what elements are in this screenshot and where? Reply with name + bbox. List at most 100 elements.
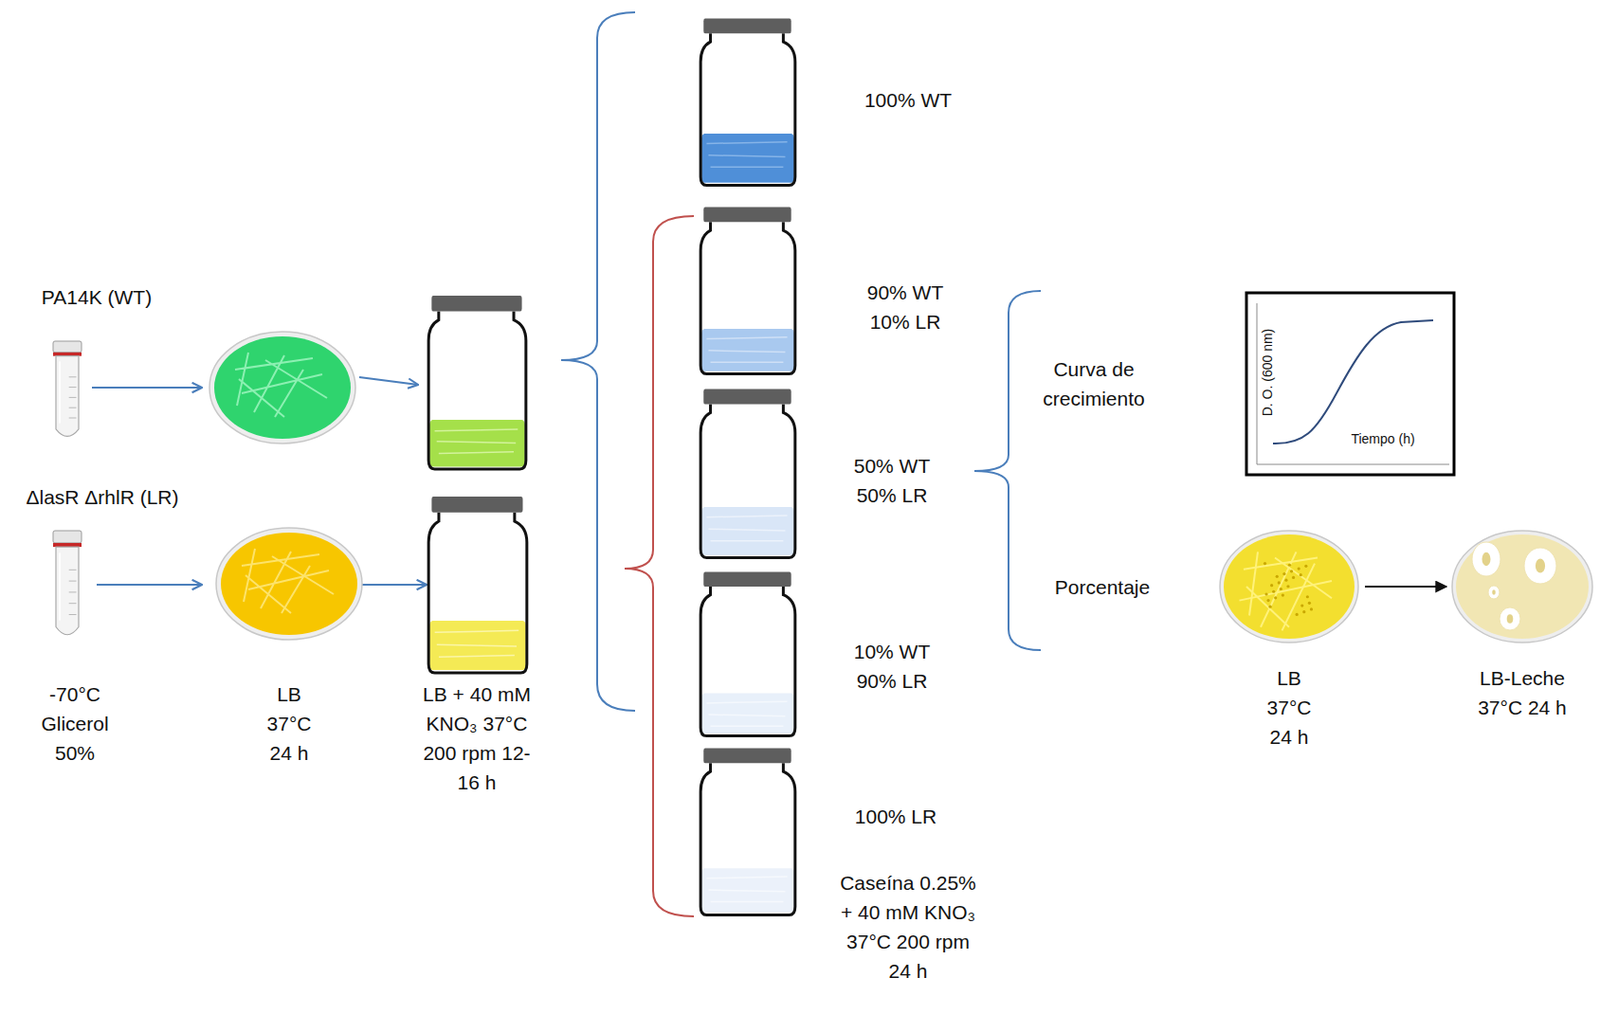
cryovial-node: PA14K (WT) bbox=[18, 279, 181, 460]
colony-dot bbox=[1291, 576, 1295, 580]
node-label: 90% WT 10% LR bbox=[853, 277, 958, 337]
node-label: PA14K (WT) bbox=[41, 282, 152, 312]
annotation-text: -70°C Glicerol 50% bbox=[30, 679, 121, 768]
bacterial-streak bbox=[235, 352, 328, 418]
bacterial-streak bbox=[1239, 581, 1333, 601]
annotation-text: LB 37°C 24 h bbox=[260, 679, 318, 768]
cryovial-body bbox=[55, 356, 79, 437]
flask-outline bbox=[700, 404, 796, 559]
node-label: 100% WT bbox=[855, 85, 961, 115]
liquid-texture bbox=[706, 701, 787, 727]
node-label: ΔlasR ΔrhlR (LR) bbox=[25, 482, 179, 512]
graduation-mark bbox=[69, 614, 77, 616]
colony-dot bbox=[1277, 581, 1281, 584]
flask-outline bbox=[428, 310, 527, 470]
culture-liquid bbox=[701, 868, 795, 913]
liquid-texture bbox=[435, 429, 519, 455]
flask-body bbox=[700, 221, 796, 374]
axis-label: D. O. (600 nm) bbox=[1258, 328, 1276, 418]
flask-outline bbox=[428, 512, 528, 673]
liquid-texture bbox=[435, 630, 520, 657]
flask-cap bbox=[431, 496, 523, 513]
petri-dish-agar bbox=[1455, 534, 1589, 639]
bacterial-streak bbox=[241, 548, 334, 614]
flask-outline bbox=[700, 33, 796, 185]
colony-dot bbox=[1308, 601, 1311, 605]
annotation-text: LB + 40 mM KNO₃ 37°C 200 rpm 12-16 h bbox=[414, 679, 540, 798]
petri-dish-node: LB 37°C 24 h bbox=[1213, 523, 1365, 763]
flow-arrow bbox=[359, 583, 427, 586]
cryovial-body bbox=[55, 546, 79, 636]
flask-illustration bbox=[696, 385, 800, 562]
flask-outline bbox=[700, 221, 796, 374]
colony-dot bbox=[1281, 593, 1285, 597]
flask-cap bbox=[431, 295, 522, 311]
curly-bracket bbox=[561, 12, 636, 711]
growth-curve bbox=[1272, 320, 1434, 444]
culture-liquid bbox=[701, 133, 795, 183]
petri-dish-rim bbox=[216, 527, 363, 640]
graduation-mark bbox=[69, 602, 77, 604]
node-label: 10% WT 90% LR bbox=[839, 636, 945, 696]
flow-arrow bbox=[359, 377, 419, 385]
liquid-texture bbox=[706, 515, 787, 542]
tube-band bbox=[53, 543, 82, 547]
colony-dot bbox=[1309, 607, 1313, 611]
flow-arrow bbox=[1364, 585, 1447, 588]
petri-dish-agar bbox=[220, 532, 358, 636]
petri-dish-node: LB-Leche 37°C 24 h bbox=[1446, 523, 1599, 763]
culture-flask-node: 10% WT 90% LR bbox=[691, 564, 969, 744]
colony-dot bbox=[1306, 595, 1310, 599]
x-axis bbox=[1256, 464, 1450, 466]
petri-dish-rim bbox=[209, 331, 356, 444]
petri-dish-agar bbox=[214, 336, 351, 439]
graduation-mark bbox=[69, 386, 77, 388]
bacterial-colony bbox=[1507, 614, 1514, 624]
chart-frame bbox=[1246, 292, 1455, 475]
annotation-text: Caseína 0.25% + 40 mM KNO₃ 37°C 200 rpm … bbox=[836, 868, 981, 986]
plate-illustration bbox=[1450, 528, 1595, 645]
colony-dot bbox=[1299, 573, 1303, 577]
colony-dot bbox=[1263, 562, 1267, 565]
flask-cap bbox=[703, 207, 791, 223]
flask-body bbox=[700, 33, 796, 185]
tube-highlight bbox=[58, 362, 61, 424]
colony-dot bbox=[1272, 590, 1275, 594]
flask-cap bbox=[703, 748, 791, 764]
curly-bracket bbox=[974, 290, 1041, 651]
flow-arrow bbox=[91, 386, 202, 389]
bacterial-colony bbox=[1491, 589, 1496, 596]
flask-illustration bbox=[696, 15, 800, 189]
culture-liquid bbox=[701, 693, 795, 734]
flask-body bbox=[700, 586, 796, 737]
colony-dot bbox=[1273, 596, 1277, 600]
curly-bracket bbox=[624, 216, 694, 917]
bacterial-colony bbox=[1535, 558, 1546, 573]
tube-highlight bbox=[58, 553, 61, 621]
petri-dish-agar bbox=[1223, 534, 1355, 639]
colony-dot bbox=[1300, 603, 1304, 607]
proteolysis-halo bbox=[1499, 607, 1521, 631]
colony-dot bbox=[1279, 587, 1283, 591]
colony-dot bbox=[1270, 583, 1273, 587]
annotation-text: Curva de crecimiento bbox=[1027, 354, 1161, 414]
flask-body bbox=[700, 404, 796, 559]
flask-illustration bbox=[696, 745, 800, 919]
flask-body bbox=[428, 512, 528, 673]
axis-label: Tiempo (h) bbox=[1350, 430, 1415, 448]
bacterial-streak bbox=[1249, 551, 1258, 616]
node-label: LB-Leche 37°C 24 h bbox=[1470, 663, 1575, 723]
colony-dot bbox=[1284, 579, 1288, 582]
colony-dot bbox=[1266, 599, 1270, 602]
colony-dot bbox=[1304, 564, 1308, 568]
graduation-mark bbox=[69, 581, 77, 582]
graduation-mark bbox=[69, 376, 77, 378]
proteolysis-halo bbox=[1488, 585, 1500, 600]
graduation-mark bbox=[69, 407, 77, 409]
petri-dish-rim bbox=[1452, 530, 1593, 643]
culture-liquid bbox=[429, 419, 526, 467]
flask-body bbox=[700, 763, 796, 915]
liquid-texture bbox=[706, 142, 787, 167]
colony-dot bbox=[1288, 563, 1291, 567]
